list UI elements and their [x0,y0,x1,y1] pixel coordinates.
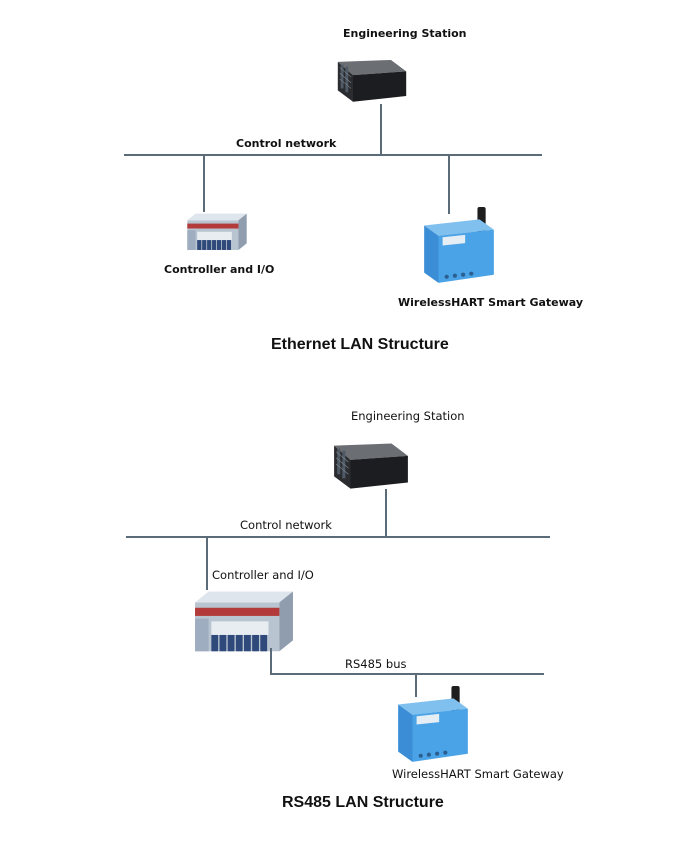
controller-drop-line [203,156,205,212]
server-drop-line [380,104,382,155]
ethernet-caption: Ethernet LAN Structure [271,336,449,353]
server-drop-line-2 [385,489,387,537]
rs485-bus-line [270,673,544,675]
gateway-icon-2 [392,684,474,766]
gateway-drop-line [448,156,450,214]
control-network-label: Control network [236,137,337,150]
control-network-line-2 [126,536,550,538]
gateway-label-2: WirelessHART Smart Gateway [392,767,564,781]
control-network-label-2: Control network [240,518,332,532]
engineering-station-server-icon [334,52,410,104]
gateway-icon [418,205,500,287]
controller-label: Controller and I/O [164,263,275,276]
engineering-station-server-icon-2 [330,436,412,490]
gateway-drop-line-2 [415,675,417,697]
controller-drop-line-2 [206,538,208,590]
engineering-station-label: Engineering Station [343,27,467,40]
controller-io-icon-2 [186,586,302,654]
engineering-station-label-2: Engineering Station [351,409,465,423]
controller-io-icon [184,210,250,252]
gateway-label: WirelessHART Smart Gateway [398,296,584,309]
bus-drop-line [270,648,272,674]
controller-label-2: Controller and I/O [212,568,314,582]
rs485-caption: RS485 LAN Structure [282,794,444,811]
rs485-bus-label: RS485 bus [345,657,407,671]
control-network-line [124,154,542,156]
